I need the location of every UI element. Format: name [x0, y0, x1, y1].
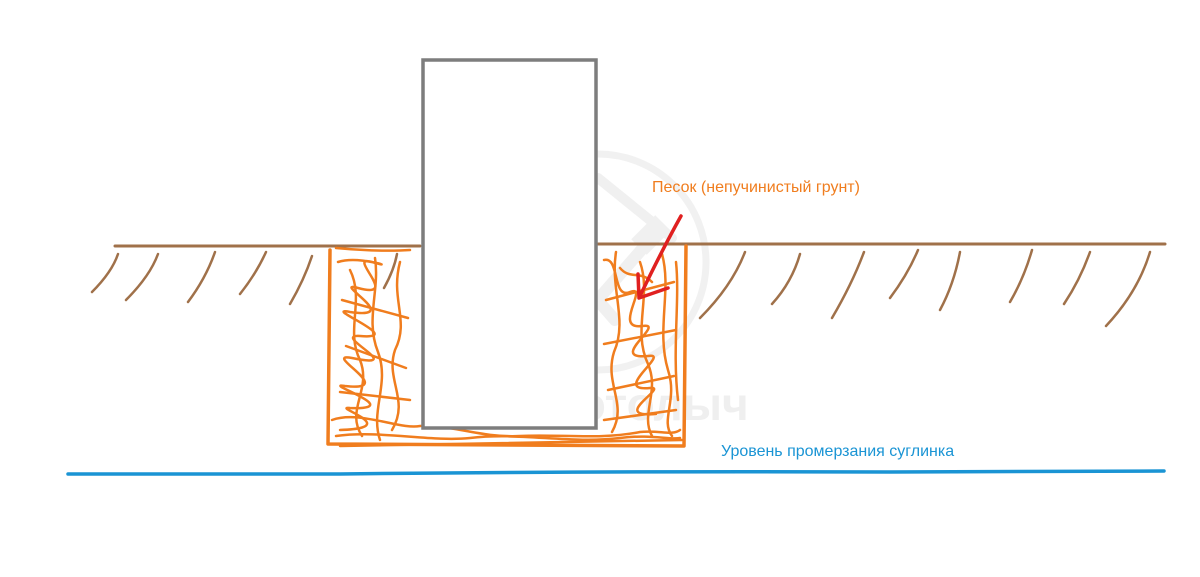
- pointer-arrow: [636, 214, 683, 300]
- sand-backfill: [326, 244, 688, 448]
- frost-level-label: Уровень промерзания суглинка: [721, 443, 954, 460]
- foundation-post: [421, 58, 598, 430]
- sand-label: Песок (непучинистый грунт): [652, 179, 860, 196]
- pit-outline: [326, 244, 688, 448]
- sand-scribble-left: [330, 256, 682, 442]
- ground-hatching: [90, 248, 1152, 328]
- frost-level-line: [66, 469, 1166, 476]
- ground-surface: [90, 242, 1167, 328]
